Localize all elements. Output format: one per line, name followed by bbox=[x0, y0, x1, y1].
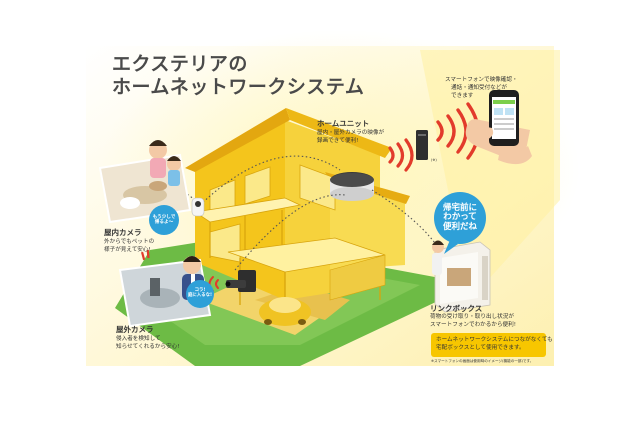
bubble-indoor: もう少しで 帰るよ〜 bbox=[149, 205, 179, 235]
bottom-note-box: ホームネットワークシステムにつながなくても 宅配ボックスとして使用できます。 bbox=[431, 333, 553, 357]
bubble-outdoor-shape bbox=[186, 280, 214, 308]
bubble-outdoor: コラ! 庭に入るな! bbox=[186, 280, 214, 308]
title-line2: ホームネットワークシステム bbox=[112, 76, 365, 98]
link-box-device bbox=[434, 241, 491, 313]
link-box-desc1: 荷物の受け取り・取り出し状況が bbox=[430, 314, 514, 320]
smartphone-note-line3: できます bbox=[451, 93, 474, 99]
signal-waves-unit bbox=[388, 138, 414, 172]
indoor-camera-desc1: 外からでもペットの bbox=[104, 239, 155, 245]
bubble-linkbox-line3: 便利だね bbox=[442, 221, 477, 232]
house-roof-right bbox=[286, 108, 392, 158]
router-note: (※) bbox=[431, 158, 437, 162]
bubble-linkbox-shape bbox=[434, 192, 486, 244]
pergola bbox=[193, 197, 302, 223]
bubble-indoor-shape bbox=[149, 205, 179, 235]
bottom-note-line1: ホームネットワークシステムにつながなくても bbox=[436, 337, 553, 343]
home-unit-desc2: 録画できて便利! bbox=[317, 138, 359, 144]
bubble-linkbox-line1: 帰宅前に bbox=[442, 202, 477, 213]
outdoor-camera-desc1: 侵入者を検知して bbox=[116, 336, 161, 342]
light-streak bbox=[420, 50, 560, 300]
outdoor-camera-device bbox=[225, 270, 256, 292]
smartphone bbox=[465, 90, 532, 165]
link-box-title: リンクボックス bbox=[430, 304, 483, 313]
link-box-desc2: スマートフォンでわかるから便利! bbox=[430, 322, 516, 328]
indoor-camera-desc2: 様子が見えて安心! bbox=[104, 247, 151, 253]
bubble-indoor-line2: 帰るよ〜 bbox=[154, 220, 174, 225]
pergola-posts bbox=[209, 210, 283, 258]
home-unit-device bbox=[330, 172, 374, 201]
indoor-camera-title: 屋内カメラ bbox=[104, 228, 142, 237]
bubble-linkbox: 帰宅前に わかって 便利だね bbox=[434, 192, 486, 244]
window-upper-right bbox=[299, 164, 336, 211]
bottom-note-line2: 宅配ボックスとして使用できます。 bbox=[436, 345, 525, 351]
window-upper-mid bbox=[244, 166, 271, 205]
gate-wall bbox=[329, 254, 386, 301]
house-roof-left bbox=[185, 108, 290, 172]
smartphone-note-line1: スマートフォンで映像確認・ bbox=[445, 77, 518, 83]
alert-marks bbox=[140, 249, 150, 261]
outdoor-camera-desc2: 知らせてくれるから安心! bbox=[116, 344, 180, 350]
footnote: ※スマートフォンの画面は使用時のイメージ(機能の一部)です。 bbox=[431, 359, 534, 363]
indoor-camera-device bbox=[191, 197, 205, 217]
outdoor-camera-title: 屋外カメラ bbox=[116, 325, 154, 334]
title-line1: エクステリアの bbox=[112, 53, 248, 75]
car bbox=[259, 297, 311, 326]
bubble-outdoor-line1: コラ! bbox=[194, 288, 206, 294]
smartphone-note-line2: 通話・通知受付などが bbox=[451, 85, 507, 91]
bubble-outdoor-line2: 庭に入るな! bbox=[188, 293, 212, 298]
bubble-linkbox-tail bbox=[444, 240, 458, 254]
home-unit-title: ホームユニット bbox=[317, 119, 370, 128]
bubble-linkbox-line2: わかって bbox=[443, 212, 477, 223]
home-unit-desc1: 屋内・屋外カメラの映像が bbox=[317, 130, 385, 136]
bubble-indoor-line1: もう少しで bbox=[152, 214, 176, 220]
family-figures bbox=[149, 140, 181, 186]
router-device bbox=[416, 130, 428, 160]
woman-figure bbox=[432, 240, 444, 275]
